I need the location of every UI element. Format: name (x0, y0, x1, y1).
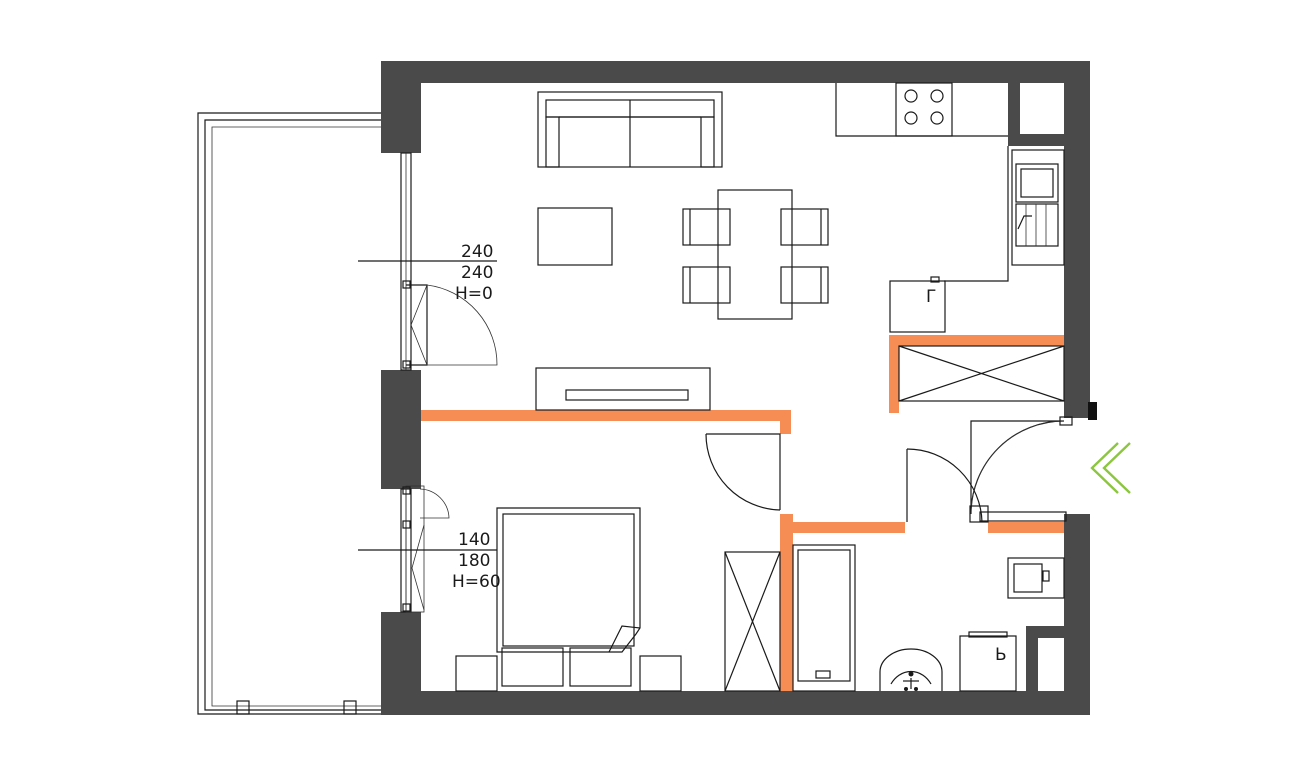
nightstand (639, 655, 682, 692)
burner-icon (930, 111, 944, 125)
dish-drainer (1015, 203, 1059, 247)
burner-icon (930, 89, 944, 103)
balcony-post (236, 700, 250, 715)
entrance-door (969, 416, 1073, 523)
bed (455, 507, 682, 692)
coffee-table (537, 207, 613, 266)
bathtub (792, 544, 856, 692)
pillow (501, 647, 564, 687)
entrance-arrow-icon (1090, 442, 1131, 494)
window-bedroom: 140 180 H=60 (358, 485, 501, 613)
cooktop (895, 82, 953, 137)
kitchen-sink (1015, 163, 1059, 203)
burner-icon (904, 111, 918, 125)
window-height-label: 180 (458, 551, 490, 571)
dining-set (682, 189, 829, 320)
window-sill-label: H=0 (455, 284, 493, 304)
window-sill-label: H=60 (452, 572, 501, 592)
nightstand (455, 655, 498, 692)
dining-table (717, 189, 793, 320)
burner-icon (904, 89, 918, 103)
washbasin (879, 648, 943, 691)
balcony-post (343, 700, 357, 715)
chair (682, 208, 731, 246)
chair (682, 266, 731, 304)
chair (780, 266, 829, 304)
tv-stand (535, 367, 711, 411)
sofa (537, 91, 723, 168)
bathroom-door (906, 448, 983, 523)
window-living-room: 240 240 H=0 (358, 152, 498, 371)
fridge-symbol: Г (926, 287, 936, 307)
interior-partitions (421, 335, 1064, 691)
hall-wardrobe (898, 345, 1065, 402)
kitchen-counter (835, 82, 1065, 282)
window-height-label: 240 (461, 263, 493, 283)
window-width-label: 240 (461, 242, 493, 262)
washing-machine: Ь (959, 631, 1017, 692)
window-width-label: 140 (458, 530, 490, 550)
exterior-walls (381, 61, 1097, 715)
boiler (1007, 557, 1065, 599)
fridge: Г (889, 276, 946, 333)
pillow (569, 647, 632, 687)
bedroom-door (705, 433, 781, 511)
chair (780, 208, 829, 246)
balcony (197, 112, 381, 715)
bedroom-wardrobe (724, 551, 781, 692)
washer-symbol: Ь (995, 645, 1007, 665)
